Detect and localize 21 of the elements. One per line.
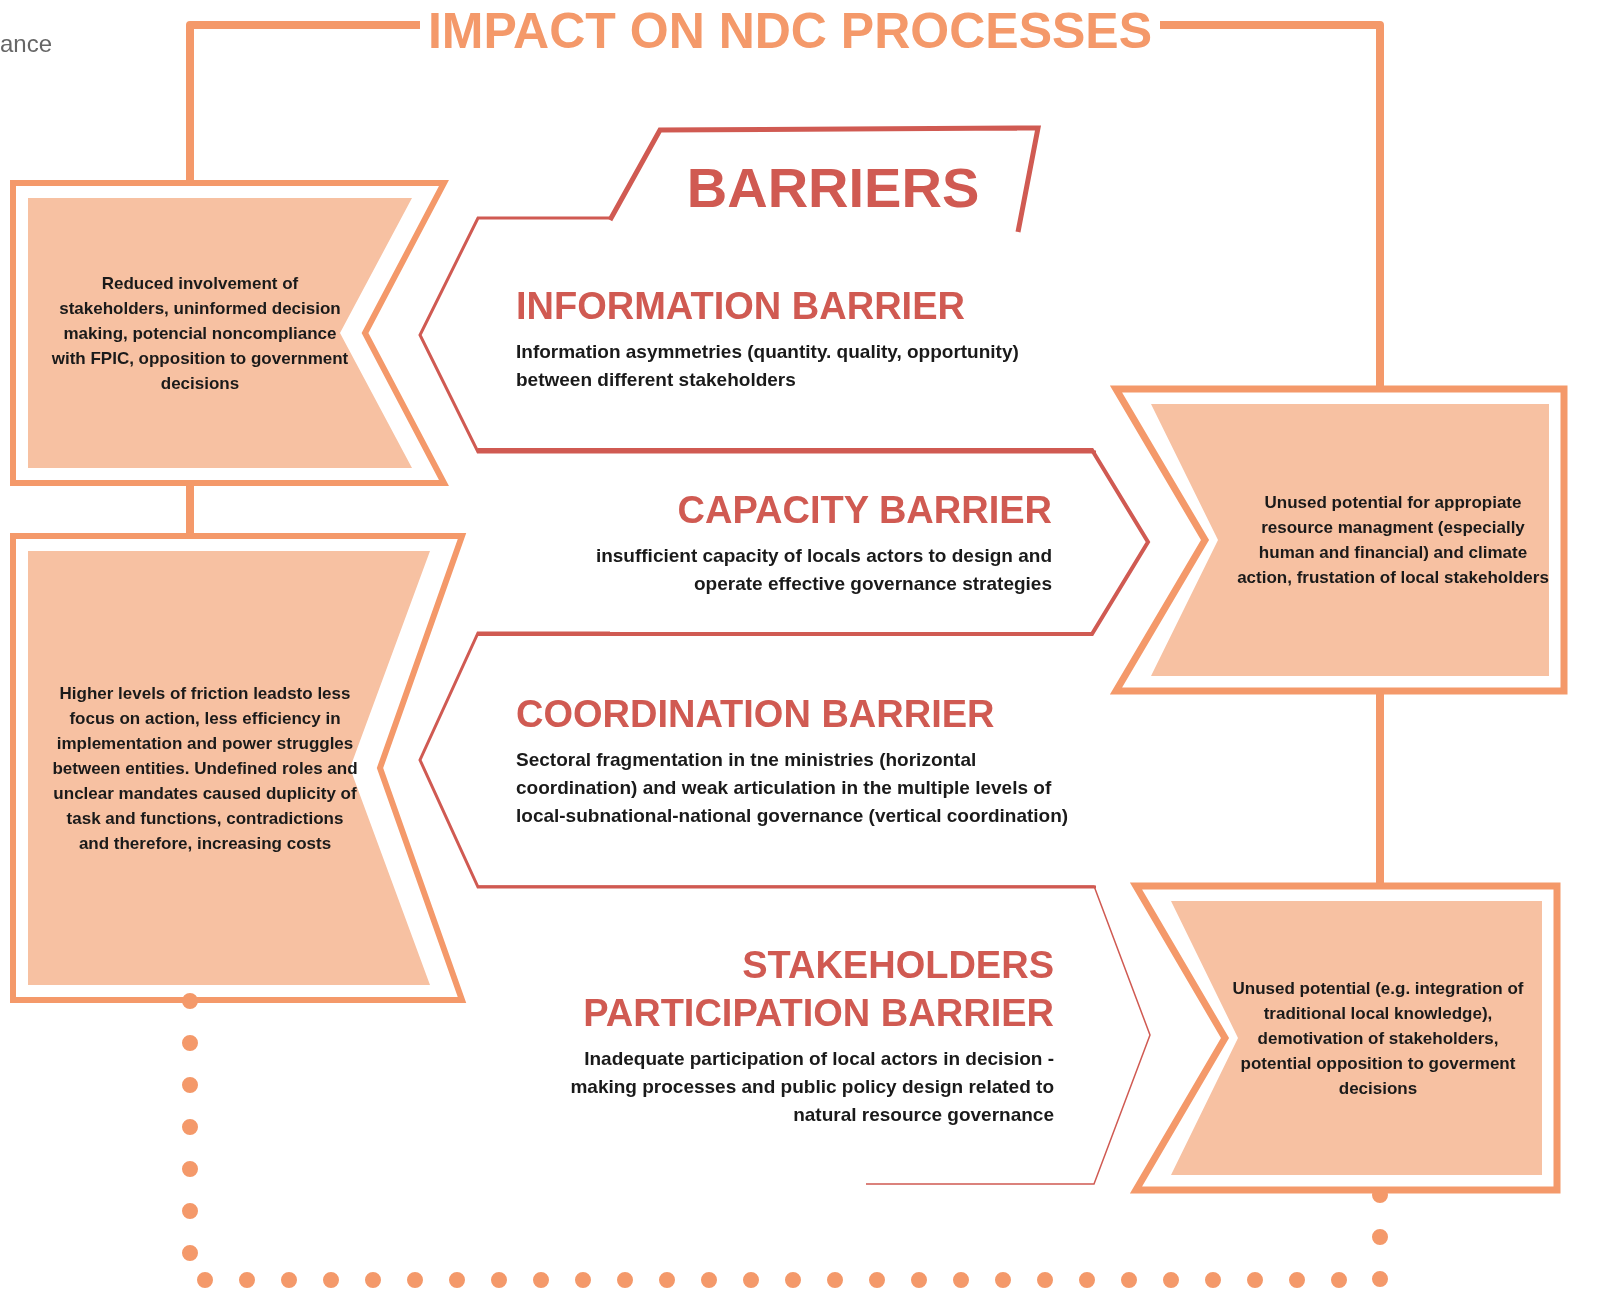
connector-line	[1376, 692, 1384, 885]
impact-panel	[1133, 883, 1560, 1193]
impact-text: Reduced involvement of stakeholders, uninformed decision making, potencial noncompliance with FPIC, opposition to government decisions	[50, 272, 350, 395]
barrier-heading: COORDINATION BARRIER	[516, 692, 996, 737]
barrier-heading: CAPACITY BARRIER	[676, 488, 1052, 533]
impact-text: Unused potential for appropiate resource managment (especially human and financial) and climate action, frustation of local stakeholders	[1236, 492, 1550, 589]
barrier-description: Sectoral fragmentation in tne ministries (horizontal coordination) and weak articulation in the multiple levels of local-subnational-national governance (vertical coordination)	[516, 748, 1070, 828]
barrier-description: Inadequate participation of local actors in decision -making processes and public policy design related to natural resource governance	[569, 1047, 1054, 1127]
barrier-description: insufficient capacity of locals actors to design and operate effective governance strategies	[594, 544, 1052, 596]
barrier-heading: STAKEHOLDERS PARTICIPATION BARRIER	[582, 943, 1054, 1036]
impact-panel	[10, 180, 452, 486]
barrier-description: Information asymmetries (quantity. quality, opportunity) between different stakeholders	[516, 340, 1020, 392]
connector-line	[186, 484, 194, 535]
impact-text: Unused potential (e.g. integration of traditional local knowledge), demotivation of stakeholders, potential opposition to goverment decisions	[1231, 977, 1525, 1100]
impact-panel	[1113, 386, 1567, 694]
barrier-heading: INFORMATION BARRIER	[516, 284, 966, 329]
cut-off-text: ance	[0, 30, 53, 58]
dotted-connector-line	[182, 993, 1388, 1288]
tab-banner	[608, 126, 1042, 234]
section-heading: BARRIERS	[685, 156, 981, 220]
impact-text: Higher levels of friction leadsto less focus on action, less efficiency in implementation and power struggles between entities. Undefined roles and unclear mandates caused duplicity of task and functions, contradictions and therefore, increasing costs	[51, 682, 359, 855]
